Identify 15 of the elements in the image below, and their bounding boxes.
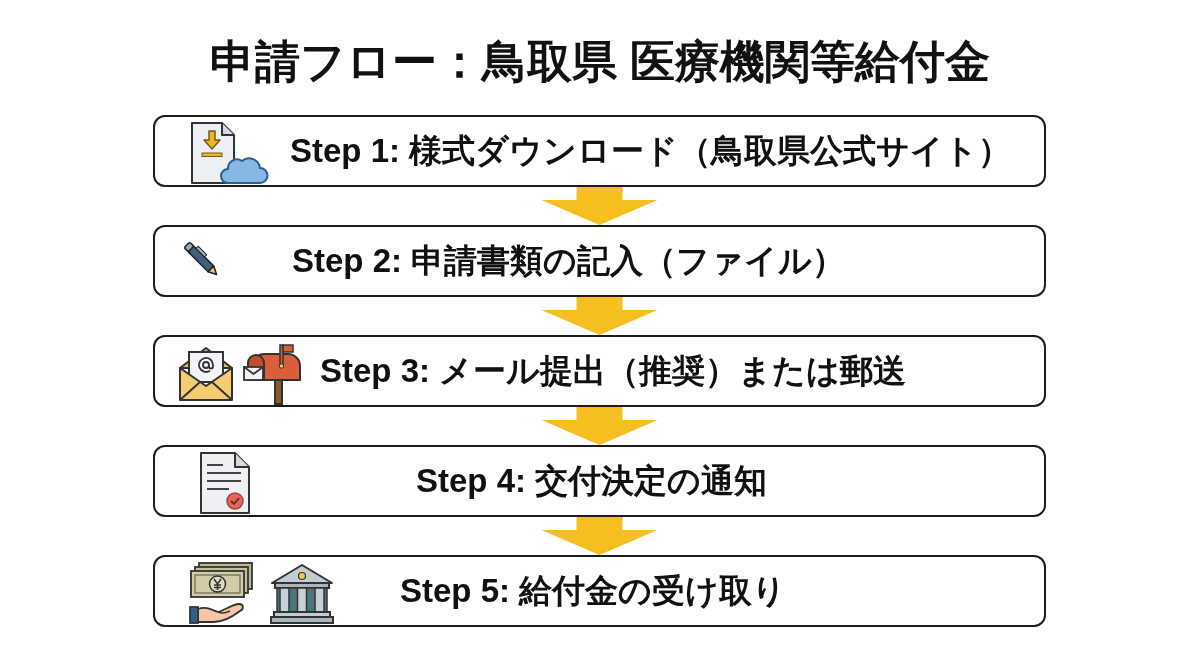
step-text: Step 2: 申請書類の記入（ファイル） <box>292 241 846 281</box>
arrow <box>541 187 658 225</box>
title: 申請フロー：鳥取県 医療機関等給付金 <box>210 36 990 88</box>
arrow <box>541 407 658 445</box>
arrow <box>541 517 658 555</box>
step-text: Step 1: 様式ダウンロード（鳥取県公式サイト） <box>290 131 1012 171</box>
step-text: Step 3: メール提出（推奨）または郵送 <box>320 351 907 391</box>
step-box <box>153 555 1046 627</box>
step-text: Step 5: 給付金の受け取り <box>400 571 787 611</box>
step-box <box>153 445 1046 517</box>
arrow <box>541 297 658 335</box>
step-box <box>153 115 1046 187</box>
step-box <box>153 225 1046 297</box>
step-text: Step 4: 交付決定の通知 <box>416 461 768 501</box>
step-box <box>153 335 1046 407</box>
